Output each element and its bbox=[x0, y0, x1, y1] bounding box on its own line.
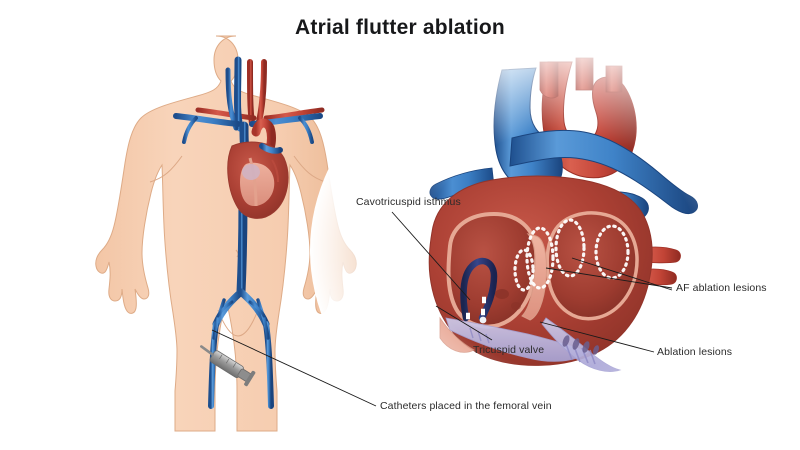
torso-heart-valve bbox=[242, 164, 260, 180]
torso-aortic-arch bbox=[251, 118, 276, 153]
subclavian-vein-right bbox=[173, 113, 241, 127]
leader-ablation-lesions bbox=[539, 321, 655, 353]
heart-cutaway-illustration bbox=[310, 35, 800, 450]
femoral-catheter-syringe bbox=[200, 345, 256, 387]
leader-af-ablation-a bbox=[545, 267, 673, 289]
chest-contour-left bbox=[149, 155, 183, 183]
label-ablation-lesions: Ablation lesions bbox=[657, 346, 733, 358]
syringe-flange bbox=[244, 370, 256, 387]
syringe-needle bbox=[200, 345, 214, 357]
chest-contour-right bbox=[293, 155, 327, 183]
axillary-vein-right bbox=[182, 116, 198, 144]
pelvic-tributary-left bbox=[248, 300, 266, 318]
leader-af-ablation-b bbox=[571, 257, 673, 291]
label-catheters-femoral-vein: Catheters placed in the femoral vein bbox=[380, 400, 552, 412]
leader-tricuspid-valve bbox=[435, 305, 493, 341]
subclavian-artery-right bbox=[195, 107, 257, 121]
femoral-branch-right bbox=[212, 298, 226, 340]
axillary-vein-left bbox=[298, 116, 314, 144]
heart-fade-mask bbox=[310, 35, 800, 450]
pelvic-tributary-right bbox=[216, 300, 234, 318]
syringe-mark-1 bbox=[219, 354, 223, 360]
torso-illustration bbox=[95, 35, 357, 432]
carotid-artery-right bbox=[247, 59, 255, 127]
leader-catheters-femoral bbox=[211, 329, 377, 407]
syringe-mark-2 bbox=[225, 358, 230, 364]
page-title: Atrial flutter ablation bbox=[295, 16, 505, 39]
label-cavotricuspid-isthmus: Cavotricuspid isthmus bbox=[356, 196, 461, 208]
torso-heart-septum bbox=[248, 157, 258, 207]
torso-coronary bbox=[271, 159, 279, 183]
leader-cavotricuspid-isthmus bbox=[391, 211, 471, 301]
leader-lines bbox=[211, 211, 673, 407]
subclavian-artery-left bbox=[263, 107, 325, 121]
jugular-vein-right bbox=[234, 56, 244, 132]
label-af-ablation-lesions: AF ablation lesions bbox=[676, 282, 767, 294]
groin-contour bbox=[217, 309, 259, 337]
torso-heart bbox=[227, 118, 289, 219]
torso-vessels bbox=[173, 56, 325, 409]
torso-pulmonary-artery bbox=[259, 143, 283, 154]
syringe-mark-3 bbox=[232, 363, 236, 368]
label-tricuspid-valve: Tricuspid valve bbox=[473, 344, 545, 356]
femoral-branch-left bbox=[256, 298, 270, 340]
